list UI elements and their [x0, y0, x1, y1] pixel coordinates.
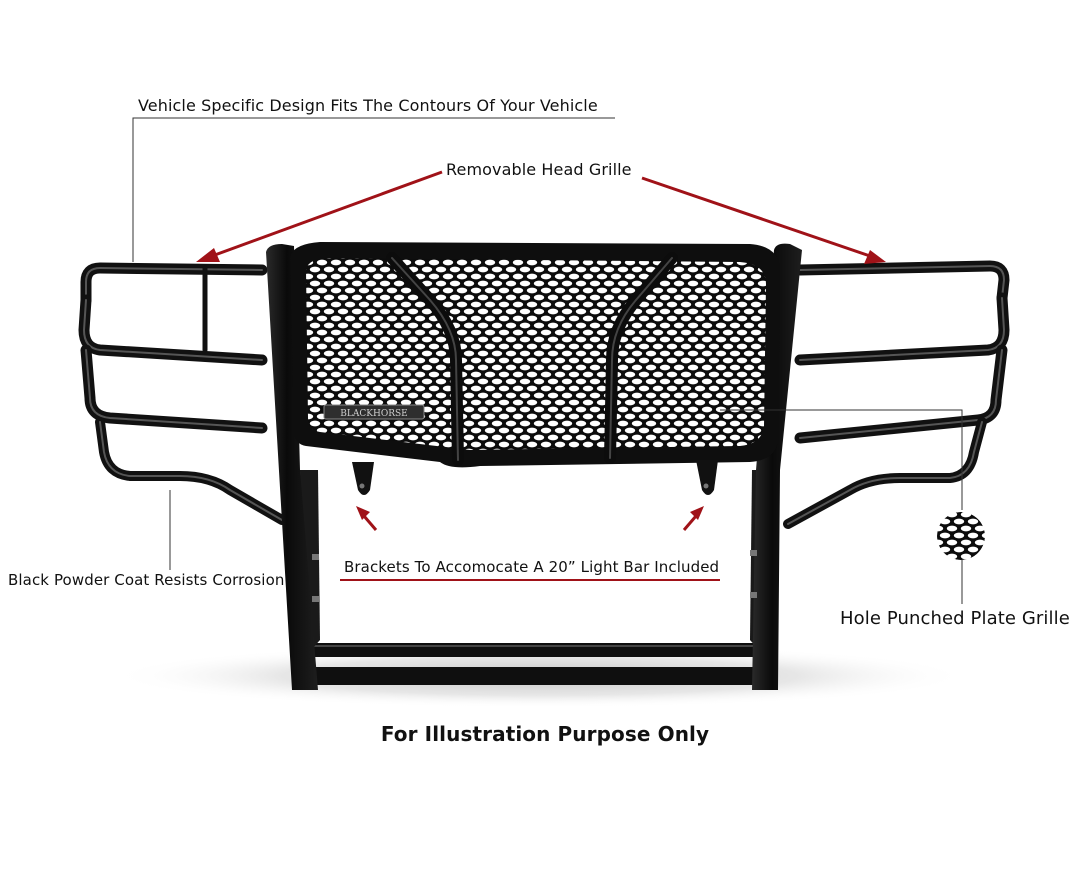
plate-sample-swatch [937, 512, 985, 560]
inner-curved-bars [386, 252, 678, 466]
vehicle-specific-callout: Vehicle Specific Design Fits The Contour… [138, 96, 598, 115]
light-bar-brackets [352, 460, 718, 495]
removable-grille-callout: Removable Head Grille [446, 160, 632, 179]
brand-badge: BLACKHORSE [323, 404, 425, 420]
mount-bolts [312, 550, 757, 602]
brackets-callout: Brackets To Accomocate A 20” Light Bar I… [344, 558, 720, 576]
powder-coat-callout: Black Powder Coat Resists Corrosion [8, 571, 285, 589]
side-posts [266, 243, 802, 690]
plate-grille-leader [720, 409, 963, 510]
right-wing-tubes [783, 260, 1010, 529]
bottom-cross-bars [300, 643, 760, 685]
brand-badge-text: BLACKHORSE [340, 409, 407, 419]
illustration-disclaimer: For Illustration Purpose Only [380, 722, 710, 746]
plate-grille-callout: Hole Punched Plate Grille [840, 608, 1070, 629]
left-wing-tubes [78, 262, 287, 525]
removable-grille-arrows [196, 170, 886, 264]
punched-plate [306, 258, 766, 450]
bracket-arrows [356, 506, 704, 531]
vehicle-callout-leader [132, 117, 615, 262]
